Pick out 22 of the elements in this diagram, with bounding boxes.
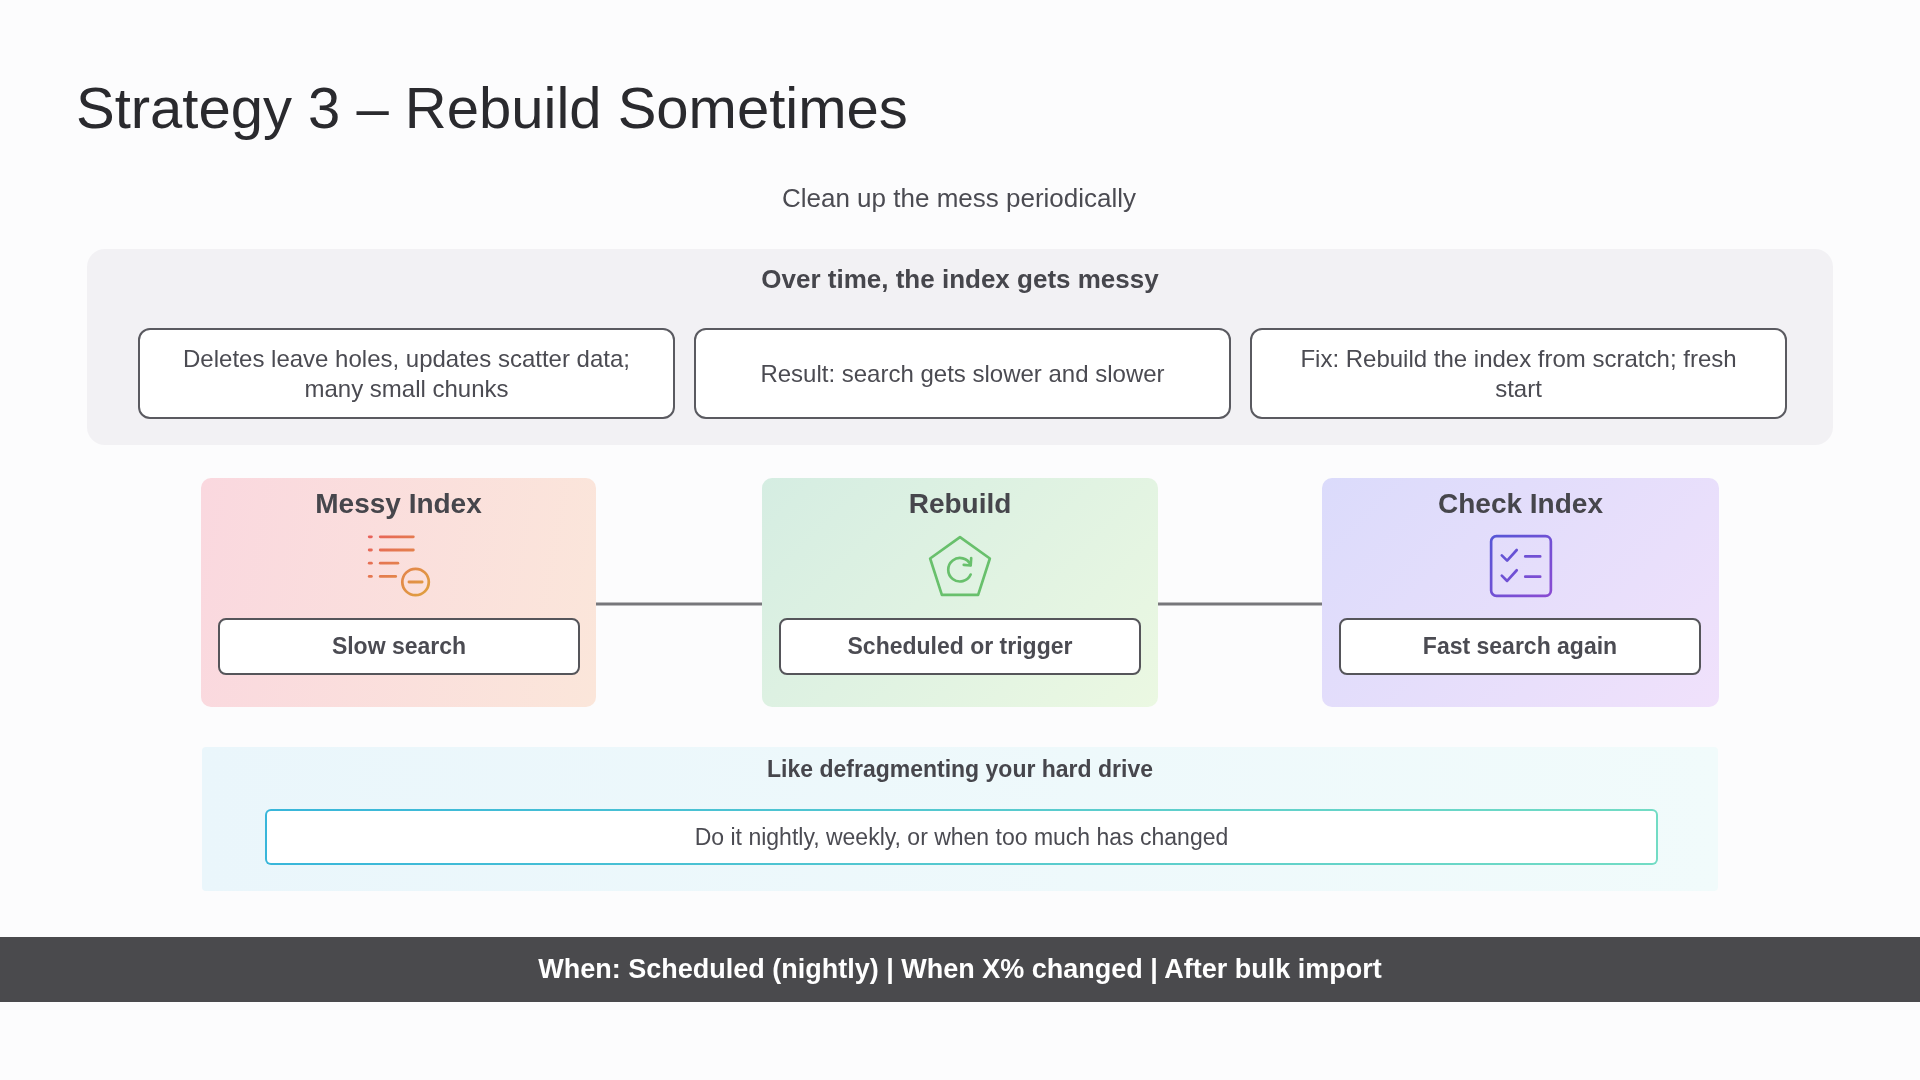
step-card xyxy=(1322,478,1719,707)
step-card xyxy=(201,478,596,707)
info-box: Deletes leave holes, updates scatter data; many small chunks xyxy=(138,328,675,419)
status-box: Scheduled or trigger xyxy=(779,618,1141,675)
panel-heading: Like defragmenting your hard drive xyxy=(767,756,1153,782)
status-box: Fast search again xyxy=(1339,618,1701,675)
step-card xyxy=(762,478,1158,707)
panel-heading: Over time, the index gets messy xyxy=(761,264,1159,294)
note-box: Do it nightly, weekly, or when too much has changed xyxy=(265,809,1658,865)
subtitle: Clean up the mess periodically xyxy=(781,183,1137,213)
connector-line xyxy=(596,602,762,606)
slide-title: Strategy 3 – Rebuild Sometimes xyxy=(76,74,908,142)
card-heading: Check Index xyxy=(1438,488,1603,520)
status-box: Slow search xyxy=(218,618,580,675)
analogy-panel xyxy=(202,747,1718,891)
info-box: Result: search gets slower and slower xyxy=(694,328,1231,419)
connector-line xyxy=(1158,602,1322,606)
footer-banner: When: Scheduled (nightly) | When X% changed | After bulk import xyxy=(0,937,1920,1002)
info-box: Fix: Rebuild the index from scratch; fresh start xyxy=(1250,328,1787,419)
info-panel xyxy=(87,249,1833,445)
card-heading: Rebuild xyxy=(908,488,1012,520)
card-heading: Messy Index xyxy=(315,488,482,520)
